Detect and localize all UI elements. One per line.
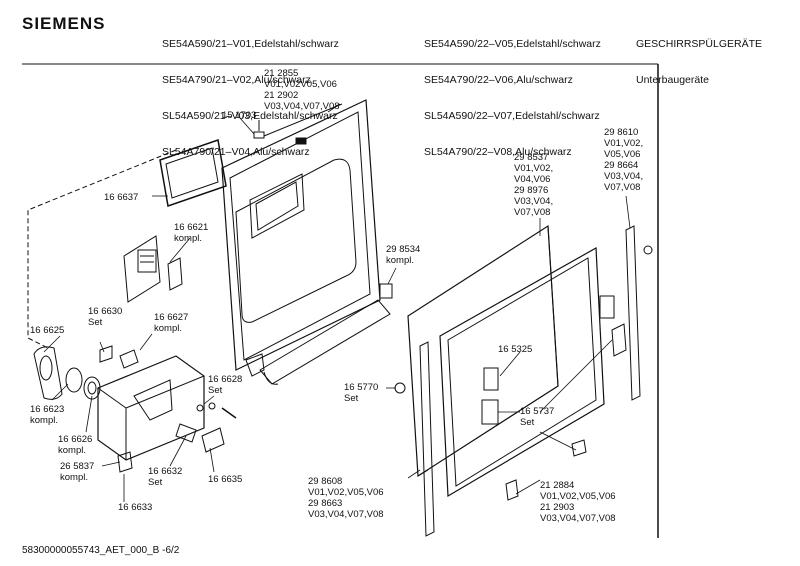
model-line: SE54A790/22–V06,Alu/schwarz [424,74,573,86]
label-151703: 15 1703 [222,110,257,121]
outer-door-panel [407,224,559,478]
control-module [97,355,205,461]
side-trim-left [419,341,435,537]
label-166633: 16 6633 [118,502,153,513]
label-166621: 16 6621 kompl. [174,222,209,244]
label-265837: 26 5837 kompl. [60,461,95,483]
label-298534: 29 8534 kompl. [386,244,421,266]
selector-knob-parts [33,345,139,400]
door-lock-part [123,235,183,303]
label-298608: 29 8608 V01,V02,V05,V06 29 8663 V03,V04,… [308,476,384,520]
category-block: GESCHIRRSPÜLGERÄTE Unterbaugeräte [636,14,762,110]
model-line: SE54A590/21–V01,Edelstahl/schwarz [162,38,339,50]
model-line: SE54A590/22–V05,Edelstahl/schwarz [424,38,601,50]
label-166627: 16 6627 kompl. [154,312,189,334]
label-298610: 29 8610 V01,V02, V05,V06 29 8664 V03,V04… [604,127,644,193]
label-166637: 16 6637 [104,192,139,203]
label-166625: 16 6625 [30,325,65,336]
label-166628: 16 6628 Set [208,374,243,396]
models-column-2: SE54A590/22–V05,Edelstahl/schwarz SE54A7… [424,14,601,182]
inner-door-panel [221,99,381,371]
category-title: GESCHIRRSPÜLGERÄTE [636,38,763,50]
document-id: 58300000055743_AET_000_B -6/2 [22,545,180,556]
label-166623: 16 6623 kompl. [30,404,65,426]
model-line: SL54A590/22–V07,Edelstahl/schwarz [424,110,600,122]
label-165325: 16 5325 [498,344,533,355]
label-212855: 21 2855 V01,V02V05,V06 21 2902 V03,V04,V… [264,68,340,112]
label-166635: 16 6635 [208,474,243,485]
model-line: SL54A790/21–V04,Alu/schwarz [162,146,310,158]
switch-parts [117,402,237,473]
dosage-flap [159,139,227,207]
door-frame-panel [439,247,605,498]
label-165737: 16 5737 Set [520,406,555,428]
label-166626: 16 6626 kompl. [58,434,93,456]
models-column-1: SE54A590/21–V01,Edelstahl/schwarz SE54A7… [162,14,339,182]
leader-lines [43,103,631,502]
model-line: SE54A790/21–V02,Alu/schwarz [162,74,311,86]
assembly-guide-line [27,149,177,349]
label-212884: 21 2884 V01,V02,V05,V06 21 2903 V03,V04,… [540,480,616,524]
model-line: SL54A590/21–V03,Edelstahl/schwarz [162,110,338,122]
label-298537: 29 8537 V01,V02, V04,V06 29 8976 V03,V04… [514,152,554,218]
label-165770: 16 5770 Set [344,382,379,404]
screw-part [253,120,265,139]
hinge-clip-part [245,353,265,377]
side-trim-right [625,225,653,401]
brand-logo: SIEMENS [22,14,106,33]
label-166630: 16 6630 Set [88,306,123,328]
bottom-handle-strip [259,283,393,385]
label-166632: 16 6632 Set [148,466,183,488]
category-subtitle: Unterbaugeräte [636,74,709,86]
model-line: SL54A790/22–V08,Alu/schwarz [424,146,572,158]
